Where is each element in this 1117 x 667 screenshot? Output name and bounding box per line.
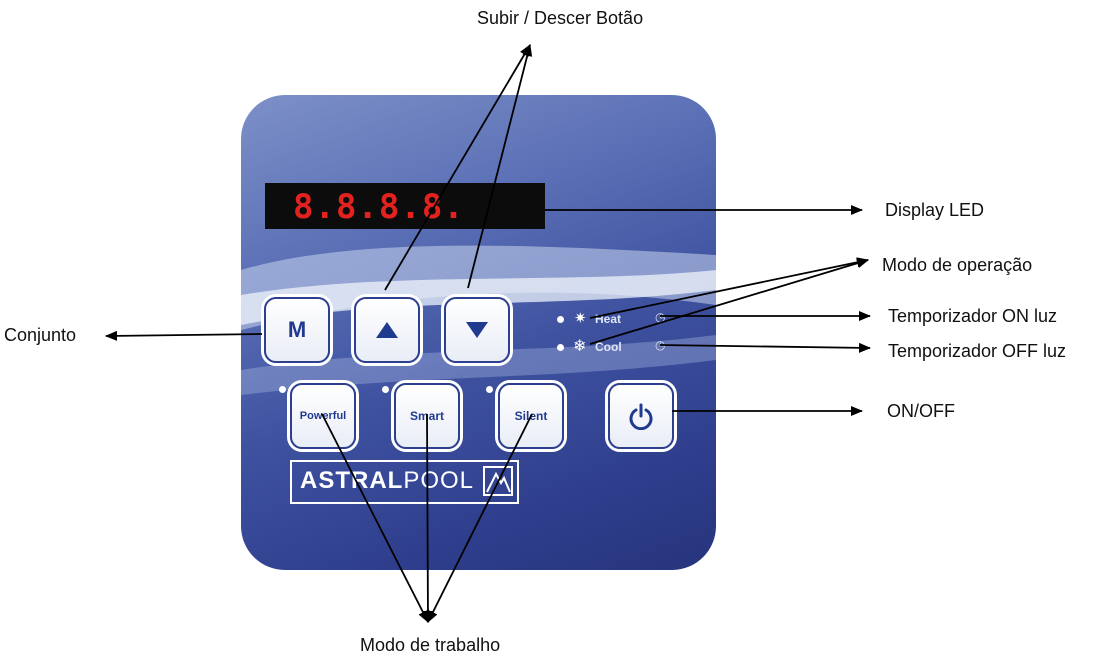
up-button[interactable] [354, 297, 420, 363]
powerful-button[interactable]: Powerful [290, 383, 356, 449]
label-up-down-button: Subir / Descer Botão [477, 8, 644, 28]
mode-button-label: M [287, 317, 307, 342]
logo-text-light: POOL [403, 467, 475, 494]
cool-indicator-light [557, 344, 564, 351]
mode-button[interactable]: M [264, 297, 330, 363]
label-timer-off: Temporizador OFF luz [888, 341, 1067, 361]
led-display: 8.8.8.8. [265, 183, 545, 229]
cool-label: Cool [595, 340, 622, 354]
arrow-up-button [384, 44, 531, 291]
power-button[interactable] [608, 383, 674, 449]
arrow-heat-mode [589, 257, 869, 319]
arrow-powerful [321, 413, 429, 623]
logo-emblem-icon [483, 466, 513, 496]
label-timer-on: Temporizador ON luz [888, 306, 1058, 326]
arrow-down-button [467, 44, 533, 289]
label-set: Conjunto [4, 325, 77, 345]
label-on-off: ON/OFF [887, 401, 955, 421]
down-button[interactable] [444, 297, 510, 363]
arrow-set-button [105, 330, 263, 341]
smart-indicator-light [382, 386, 389, 393]
label-display-led: Display LED [885, 200, 985, 220]
snowflake-icon: ❄ [573, 338, 587, 355]
powerful-indicator-light [279, 386, 286, 393]
label-operation-mode: Modo de operação [882, 255, 1033, 275]
arrow-cool-mode [589, 258, 869, 345]
label-work-mode: Modo de trabalho [360, 635, 501, 655]
power-icon [629, 403, 653, 430]
arrow-silent [427, 413, 533, 623]
control-panel: 8.8.8.8. M ✷ Heat ◷ ❄ Cool ◷ Powerful Sm… [241, 95, 716, 570]
heat-indicator-light [557, 316, 564, 323]
led-digits: 8.8.8.8. [293, 187, 465, 227]
up-arrow-icon [376, 322, 398, 338]
sun-icon: ✷ [574, 310, 587, 327]
arrow-smart [422, 413, 433, 623]
clock-on-icon: ◷ [655, 310, 666, 324]
silent-indicator-light [486, 386, 493, 393]
arrow-timer-off [659, 342, 871, 353]
down-arrow-icon [466, 322, 488, 338]
